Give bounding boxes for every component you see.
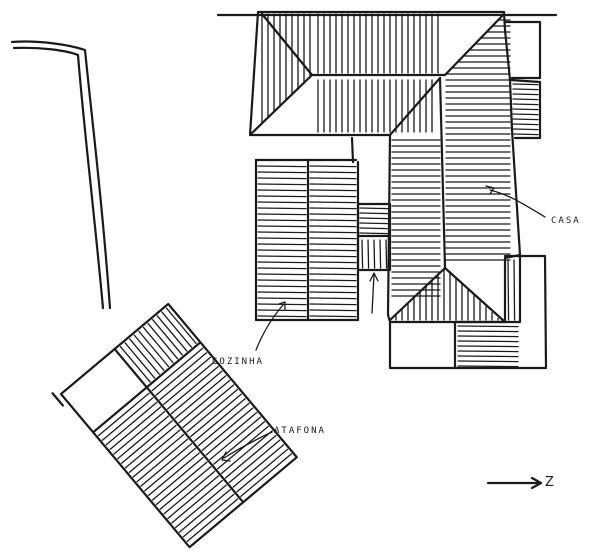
cozinha-label: COZINHA bbox=[212, 357, 264, 367]
cozinha-leader-arrow bbox=[278, 301, 286, 310]
passage-leader bbox=[369, 272, 379, 314]
casa-annex-top bbox=[503, 20, 542, 140]
road-path bbox=[10, 40, 112, 310]
road-path-edge bbox=[12, 46, 105, 310]
casa-roof bbox=[216, 10, 558, 324]
atafona-leader-arrow bbox=[221, 451, 231, 462]
casa-leader bbox=[489, 189, 546, 218]
casa-leader-arrow bbox=[485, 185, 495, 195]
casa-label: CASA bbox=[551, 216, 581, 226]
cozinha-roof bbox=[254, 158, 360, 322]
atafona-label: ATAFONA bbox=[274, 426, 326, 436]
passage bbox=[356, 202, 392, 272]
cozinha-leader bbox=[255, 304, 284, 351]
atafona-roof bbox=[51, 302, 298, 549]
casa-annex-bottom bbox=[388, 254, 548, 370]
north-label: Z bbox=[545, 475, 554, 490]
atafona-leader bbox=[223, 431, 273, 459]
north-arrow bbox=[486, 476, 543, 490]
casa-roof-ridge bbox=[260, 12, 506, 77]
